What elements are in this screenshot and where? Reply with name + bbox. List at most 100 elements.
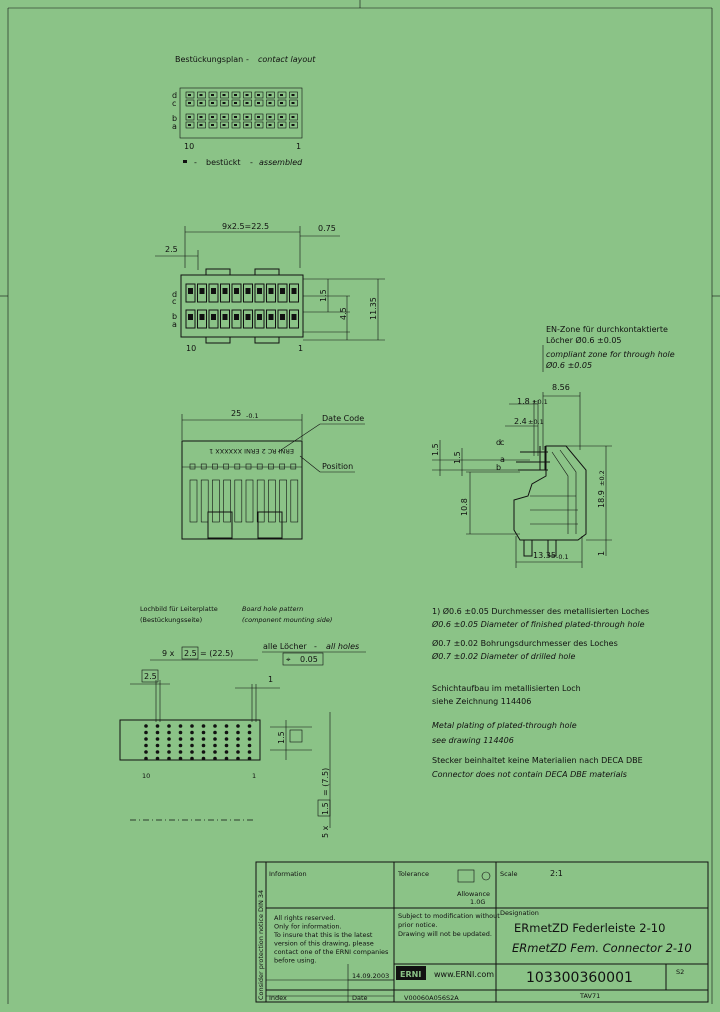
- front-contact-slot: [212, 479, 220, 523]
- layout-contact: [254, 121, 264, 129]
- board-hole: [213, 724, 217, 728]
- front-contact-slot: [200, 479, 209, 523]
- board-hole: [190, 743, 194, 748]
- board-hole: [236, 750, 240, 754]
- top-contact-pin: [234, 314, 239, 320]
- layout-contact: [254, 99, 264, 107]
- top-contact-cell: [277, 309, 288, 329]
- layout-contact-fill: [280, 116, 283, 118]
- board-hole: [190, 724, 194, 728]
- layout-contact-fill: [280, 102, 283, 104]
- board-hole: [201, 730, 206, 735]
- board-hole: [224, 724, 229, 728]
- layout-contact-fill: [257, 94, 260, 96]
- top-contact-cell: [231, 309, 242, 329]
- top-contact-cell: [266, 309, 276, 329]
- hp-left-num: 10: [142, 772, 150, 780]
- hp-dim-1: 1: [268, 675, 273, 684]
- board-hole: [224, 756, 229, 761]
- front-dim-25: 25: [231, 409, 241, 418]
- tolerance-label: Tolerance: [397, 870, 429, 878]
- note-line: Ø0.6 ±0.05 Diameter of finished plated-t…: [431, 619, 645, 629]
- board-hole: [236, 724, 240, 728]
- svg-text:-: -: [314, 642, 317, 651]
- board-hole: [167, 743, 171, 748]
- layout-contact-fill: [188, 116, 191, 118]
- layout-contact: [277, 91, 287, 99]
- layout-contact: [254, 113, 264, 121]
- note-line: Metal plating of plated-through hole: [432, 721, 577, 730]
- dim-25: 2.5: [165, 245, 178, 254]
- layout-contact: [254, 91, 264, 99]
- layout-contact-fill: [245, 124, 249, 126]
- layout-contact: [289, 121, 298, 129]
- top-contact-cell: [220, 283, 230, 303]
- front-position-mark: [268, 463, 274, 470]
- notes-block: 1) Ø0.6 ±0.05 Durchmesser des metallisie…: [431, 606, 649, 779]
- layout-contact-fill: [280, 124, 283, 126]
- front-contacts: [182, 463, 302, 539]
- front-contact-slot: [234, 479, 243, 523]
- row-label-b: b: [172, 114, 177, 123]
- side-row-c: c: [500, 438, 504, 447]
- layout-contact-fill: [222, 94, 226, 96]
- front-position-mark: [189, 463, 196, 470]
- layout-contact-fill: [222, 102, 226, 104]
- side-view: EN-Zone für durchkontaktierte Löcher Ø0.…: [431, 325, 675, 568]
- board-hole: [190, 730, 194, 735]
- hp-dim-25box: 2.5: [184, 649, 197, 658]
- board-hole: [167, 750, 171, 754]
- layout-contact: [277, 99, 287, 107]
- hp-dim-5x: 5 x: [321, 825, 330, 838]
- hp-title-en2: (component mounting side): [242, 616, 332, 624]
- allowance-value: 1.0G: [470, 898, 485, 906]
- layout-subtitle: contact layout: [258, 55, 316, 64]
- hp-dim-25: 2.5: [144, 672, 157, 681]
- hp-title-en: Board hole pattern: [242, 605, 303, 613]
- hp-right-num: 1: [252, 772, 256, 780]
- rights-line: Only for information.: [274, 923, 342, 931]
- note-line: Stecker beinhaltet keine Materialien nac…: [432, 756, 643, 765]
- en-zone-de: EN-Zone für durchkontaktierte: [546, 325, 668, 334]
- board-hole: [167, 756, 171, 761]
- layout-contact: [231, 121, 241, 129]
- front-position-mark: [234, 463, 241, 470]
- top-contact-pin: [245, 288, 251, 294]
- front-position-mark: [279, 463, 285, 470]
- legend-assembled-de: bestückt: [206, 158, 241, 167]
- layout-contact-fill: [234, 102, 237, 104]
- subject-line: Drawing will not be updated.: [398, 930, 492, 938]
- layout-contact: [266, 121, 275, 129]
- rights-line: version of this drawing, please: [274, 940, 374, 948]
- top-contact-cell: [277, 283, 288, 303]
- board-hole: [178, 750, 183, 754]
- svg-text:-: -: [194, 158, 197, 167]
- top-view-outline: [180, 274, 304, 338]
- note-line: Ø0.7 ±0.02 Diameter of drilled hole: [431, 651, 576, 661]
- rights-line: contact one of the ERNI companies: [274, 948, 389, 956]
- layout-contact: [208, 91, 218, 99]
- hp-dim-75: = (7.5): [321, 768, 330, 796]
- top-contact-cell: [254, 309, 265, 329]
- note-line: Schichtaufbau im metallisierten Loch: [432, 684, 581, 693]
- layout-contact-fill: [199, 124, 203, 126]
- top-contact-pin: [211, 314, 216, 320]
- assembled-marker-icon: [183, 160, 187, 163]
- front-position-mark: [200, 463, 207, 470]
- board-hole: [144, 756, 148, 761]
- subject-line: prior notice.: [398, 921, 437, 929]
- layout-contact: [208, 113, 218, 121]
- board-hole: [190, 756, 194, 761]
- front-position-mark: [245, 463, 252, 470]
- board-hole: [178, 724, 183, 728]
- layout-contact-fill: [245, 94, 249, 96]
- layout-contact: [289, 91, 298, 99]
- legend-assembled-en: assembled: [259, 158, 303, 167]
- board-hole: [178, 730, 183, 735]
- board-hole: [213, 750, 217, 754]
- board-hole: [155, 756, 160, 761]
- top-contact-cell: [185, 309, 196, 329]
- layout-contact-fill: [257, 116, 260, 118]
- hp-dim-15box: 1.5: [321, 802, 330, 815]
